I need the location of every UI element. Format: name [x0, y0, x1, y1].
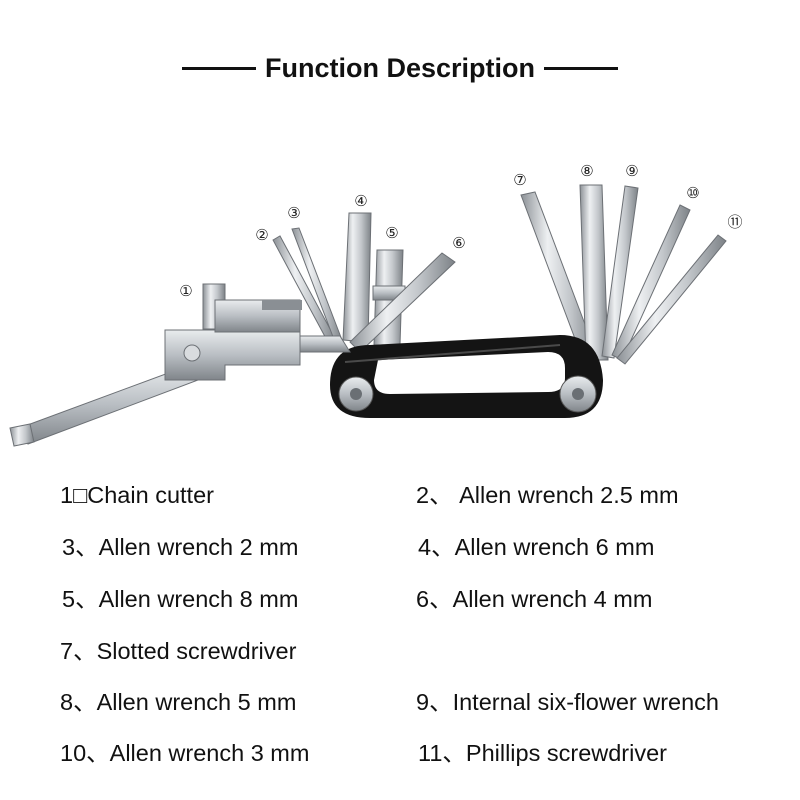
item-2-label: 2、 Allen wrench 2.5 mm [416, 482, 679, 508]
bit-4 [342, 212, 372, 343]
callout-11: ⑪ [727, 213, 742, 231]
chain-cutter [9, 283, 351, 447]
item-4-label: 4、Allen wrench 6 mm [418, 534, 655, 560]
item-5-label: 5、Allen wrench 8 mm [62, 586, 299, 612]
bit-11 [616, 234, 727, 365]
handle [330, 335, 603, 418]
item-7-label: 7、Slotted screwdriver [60, 638, 297, 664]
item-3-label: 3、Allen wrench 2 mm [62, 534, 299, 560]
callout-2: ② [255, 226, 268, 244]
callout-5: ⑤ [385, 224, 398, 242]
item-1-label: 1□Chain cutter [60, 482, 214, 508]
multi-tool-illustration: ① ② ③ ④ ⑤ ⑥ ⑦ ⑧ ⑨ ⑩ ⑪ [9, 162, 743, 447]
title-row: Function Description [0, 48, 800, 88]
item-8-label: 8、Allen wrench 5 mm [60, 689, 297, 715]
callout-4: ④ [354, 192, 367, 210]
callout-6: ⑥ [452, 234, 465, 252]
callout-1: ① [179, 282, 192, 300]
callout-10: ⑩ [686, 184, 699, 202]
item-10-label: 10、Allen wrench 3 mm [60, 740, 310, 766]
title-line-left [182, 66, 256, 70]
item-11-label: 11、Phillips screwdriver [418, 740, 667, 766]
bit-9 [601, 185, 639, 359]
callout-9: ⑨ [625, 162, 638, 180]
item-6-label: 6、Allen wrench 4 mm [416, 586, 653, 612]
page-title: Function Description [265, 52, 535, 83]
title-line-right [544, 66, 618, 70]
callout-8: ⑧ [580, 162, 593, 180]
bit-8 [579, 184, 609, 361]
callout-7: ⑦ [513, 171, 526, 189]
item-9-label: 9、Internal six-flower wrench [416, 689, 719, 715]
callout-3: ③ [287, 204, 300, 222]
